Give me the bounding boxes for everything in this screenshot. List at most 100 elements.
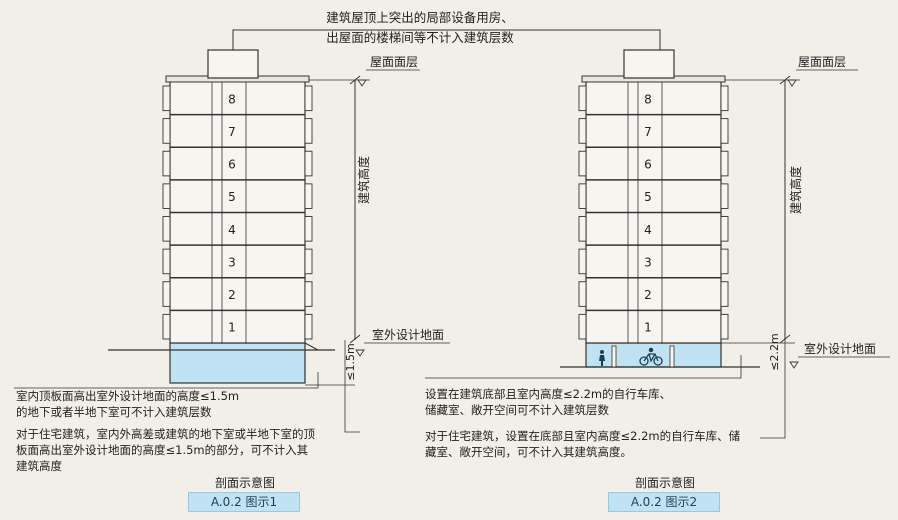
fig1-floor-number-5: 5 (228, 190, 236, 204)
fig2-balcony-right-7 (720, 313, 729, 340)
fig1-floor-slabs (170, 113, 305, 312)
fig2-balcony-left-1 (578, 118, 587, 144)
fig1-note2-line3: 建筑高度 (16, 459, 62, 473)
fig1-balcony-right-7 (304, 313, 313, 340)
fig2-bottom-space (585, 342, 722, 368)
fig1-balcony-right-1 (304, 118, 313, 144)
fig2-floor-number-1: 1 (644, 321, 652, 335)
fig1-floor-number-1: 1 (228, 321, 236, 335)
fig1-note2-line1: 对于住宅建筑，室内外高差或建筑的地下室或半地下室的顶 (16, 427, 315, 441)
fig1-balcony-right-4 (304, 216, 313, 242)
fig1-balcony-right-5 (304, 248, 313, 275)
fig2-note2-line1: 对于住宅建筑，设置在底部且室内高度≤2.2m的自行车库、储 (425, 429, 741, 443)
fig2-floor-number-4: 4 (644, 223, 652, 237)
fig1-balcony-left-1 (162, 118, 171, 144)
fig2-note1-line1: 设置在建筑底部且室内高度≤2.2m的自行车库、 (425, 387, 672, 401)
fig2-floor-number-2: 2 (644, 288, 652, 302)
fig1-floor-number-8: 8 (228, 92, 236, 106)
fig1-ground-slope (304, 342, 319, 351)
fig2-floor-slabs (586, 113, 721, 312)
fig1-floor-number-2: 2 (228, 288, 236, 302)
fig1-balconies (162, 85, 313, 340)
fig2-balcony-left-2 (578, 150, 587, 177)
fig1-note1: 室内顶板面高出室外设计地面的高度≤1.5m 的地下或者半地下室可不计入建筑层数 (16, 388, 239, 420)
fig2-label: A.0.2 图示2 (608, 492, 720, 512)
fig1-label: A.0.2 图示1 (188, 492, 300, 512)
fig1-roof-marker (357, 79, 367, 87)
fig2-balcony-right-1 (720, 118, 729, 144)
fig1-balcony-right-6 (304, 281, 313, 307)
fig2-floor-number-8: 8 (644, 92, 652, 106)
fig2-roof-marker (787, 79, 797, 87)
top-note-line2: 出屋面的楼梯间等不计入建筑层数 (326, 30, 514, 45)
fig1-note2-line2: 板面高出室外设计地面的高度≤1.5m的部分，可不计入其 (16, 443, 309, 457)
fig2-column-1 (611, 345, 617, 368)
fig1-floor-number-4: 4 (228, 223, 236, 237)
fig1-balcony-left-3 (162, 183, 171, 209)
fig1-note2-leader (344, 385, 360, 433)
fig1-note1-line1: 室内顶板面高出室外设计地面的高度≤1.5m (16, 389, 240, 403)
fig1-dim-label: ≤1.5m (344, 343, 357, 380)
fig2-caption: 剖面示意图 (634, 476, 695, 490)
fig1-floor-number-6: 6 (228, 158, 236, 172)
fig2-floor-number-3: 3 (644, 255, 652, 269)
fig1-floor-number-3: 3 (228, 255, 236, 269)
figure-2-building: 8 7 6 5 4 3 2 1 建筑高度 ≤2.2m 屋面面层 室外设计地面 (425, 49, 890, 439)
fig2-roof-label: 屋面面层 (798, 55, 846, 69)
fig2-balcony-right-5 (720, 248, 729, 275)
fig1-balcony-right-2 (304, 150, 313, 177)
bicycle-icon (639, 347, 663, 366)
fig1-roof-label: 屋面面层 (370, 55, 418, 69)
fig2-note2-leader (760, 370, 786, 439)
person-icon (599, 350, 605, 366)
fig1-height-label: 建筑高度 (356, 156, 371, 204)
fig2-height-label: 建筑高度 (788, 166, 803, 214)
fig2-note1-line2: 储藏室、敞开空间可不计入建筑层数 (425, 403, 609, 417)
fig1-ground-label: 室外设计地面 (372, 327, 444, 342)
fig1-height-tick-bottom (349, 334, 361, 344)
fig1-basement (169, 342, 306, 384)
fig1-balcony-right-3 (304, 183, 313, 209)
fig1-balcony-left-0 (162, 85, 171, 112)
fig2-balcony-left-4 (578, 216, 587, 242)
fig1-balcony-left-7 (162, 313, 171, 340)
fig2-floor-number-6: 6 (644, 158, 652, 172)
top-note-line1: 建筑屋顶上突出的局部设备用房、 (326, 10, 514, 25)
fig2-balcony-left-3 (578, 183, 587, 209)
fig1-building-body (169, 79, 306, 344)
fig2-balcony-right-3 (720, 183, 729, 209)
fig1-stair-penthouse (207, 49, 259, 79)
fig2-note1: 设置在建筑底部且室内高度≤2.2m的自行车库、 储藏室、敞开空间可不计入建筑层数 (425, 386, 671, 418)
fig1-note1-line2: 的地下或者半地下室可不计入建筑层数 (16, 405, 212, 419)
fig1-note2: 对于住宅建筑，室内外高差或建筑的地下室或半地下室的顶 板面高出室外设计地面的高度… (16, 426, 315, 474)
fig2-floor-number-7: 7 (644, 125, 652, 139)
fig2-balcony-left-7 (578, 313, 587, 340)
fig2-note2-line2: 藏室、敞开空间，可不计入其建筑高度。 (425, 445, 632, 459)
fig2-dim-label: ≤2.2m (768, 333, 781, 370)
fig1-caption: 剖面示意图 (214, 476, 275, 490)
fig2-balcony-left-0 (578, 85, 587, 112)
fig2-ground-label: 室外设计地面 (804, 341, 876, 356)
fig1-balcony-left-5 (162, 248, 171, 275)
fig1-ground-marker (355, 349, 365, 357)
fig2-floor-number-5: 5 (644, 190, 652, 204)
fig1-note-leader (14, 372, 319, 389)
fig2-floor-numbers: 8 7 6 5 4 3 2 1 (644, 92, 652, 334)
fig1-balcony-right-0 (304, 85, 313, 112)
fig2-building-body (585, 79, 722, 344)
fig2-ground-marker (789, 361, 799, 369)
fig2-balcony-left-6 (578, 281, 587, 307)
fig2-balcony-right-0 (720, 85, 729, 112)
fig2-balconies (578, 85, 729, 340)
fig2-balcony-right-4 (720, 216, 729, 242)
fig2-balcony-left-5 (578, 248, 587, 275)
fig1-balcony-left-2 (162, 150, 171, 177)
fig2-stair-penthouse (623, 49, 675, 79)
fig2-note-leader (425, 355, 742, 379)
fig2-height-tick-bottom (779, 334, 791, 344)
fig2-balcony-right-2 (720, 150, 729, 177)
